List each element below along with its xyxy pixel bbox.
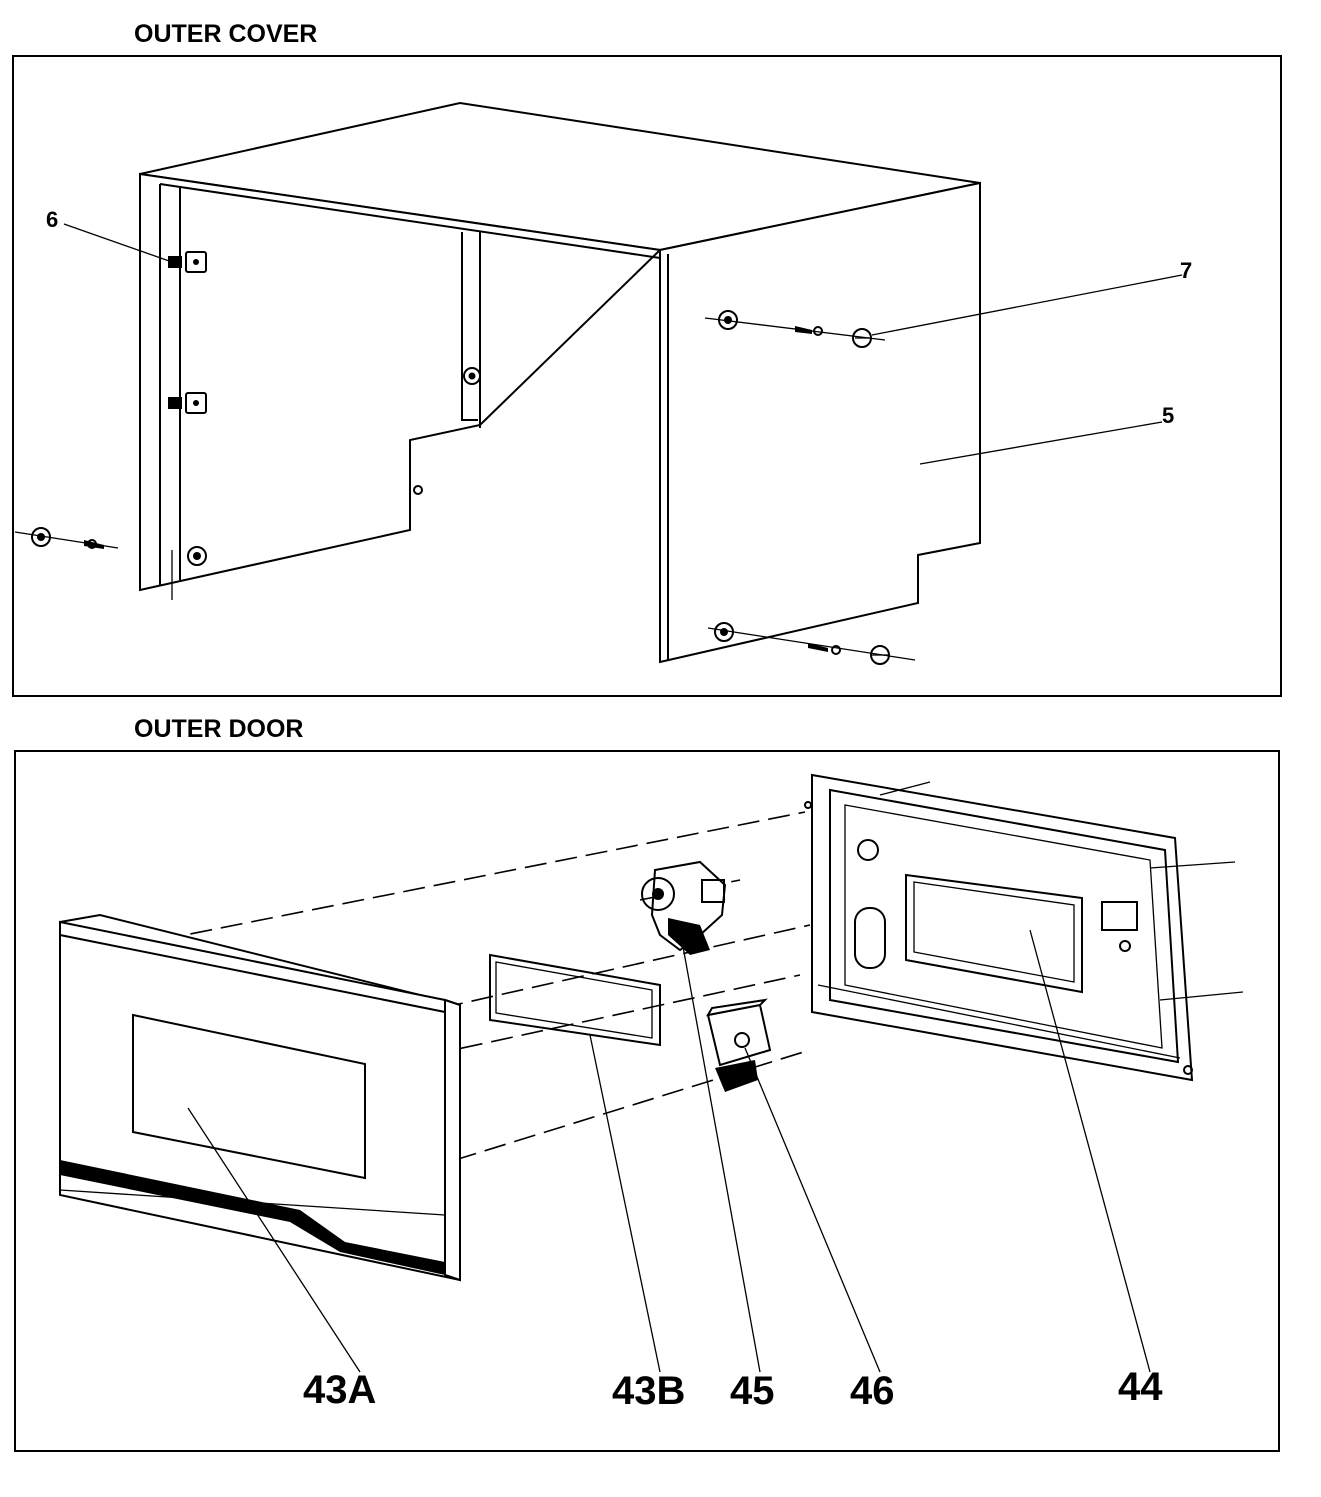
callout-44: 44 (1118, 1365, 1163, 1409)
callout-6: 6 (46, 207, 58, 232)
outer-door-front-panel (59, 913, 461, 1282)
outer-cover-cabinet (139, 101, 981, 664)
callout-45: 45 (730, 1369, 775, 1413)
door-leader-lines (187, 929, 1151, 1373)
outer-cover-title: OUTER COVER (134, 20, 318, 48)
inner-door-frame (804, 773, 1244, 1082)
outer-door-title: OUTER DOOR (134, 715, 304, 743)
callout-43A: 43A (303, 1368, 376, 1412)
latch-assembly (641, 860, 727, 955)
callout-5: 5 (1162, 403, 1174, 428)
cover-leader-lines (63, 223, 1183, 465)
callout-7: 7 (1180, 258, 1192, 283)
door-switch (706, 998, 772, 1092)
cover-screws (14, 310, 916, 665)
window-frame (489, 953, 661, 1047)
callout-43B: 43B (612, 1369, 685, 1413)
callout-46: 46 (850, 1369, 895, 1413)
